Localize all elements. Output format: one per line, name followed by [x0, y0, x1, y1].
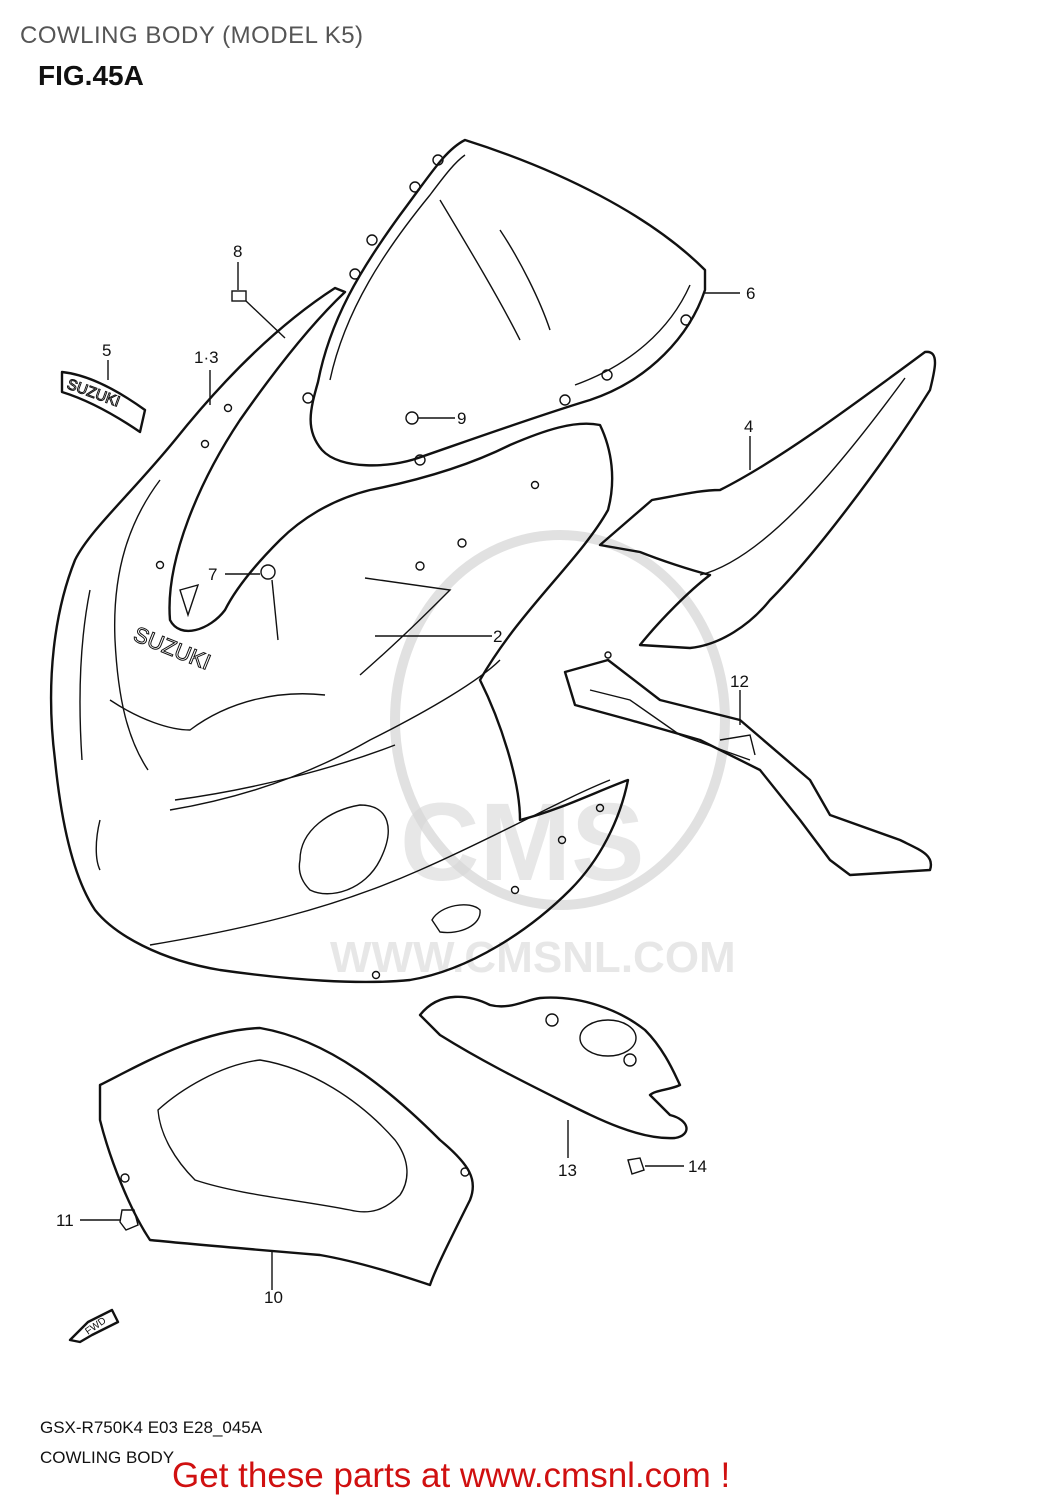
- side-panel: [598, 350, 937, 650]
- callout-8: 8: [233, 242, 242, 261]
- watermark-brand: CMS: [400, 781, 644, 904]
- screw-9: [405, 411, 419, 425]
- callout-7: 7: [208, 565, 217, 584]
- callout-10: 10: [264, 1288, 283, 1307]
- callout-5: 5: [102, 341, 111, 360]
- callout-1-3: 1·3: [194, 348, 219, 367]
- page-title: COWLING BODY (MODEL K5): [20, 22, 364, 49]
- lower-bracket: [418, 995, 688, 1140]
- callout-6: 6: [746, 284, 755, 303]
- callout-13: 13: [558, 1161, 577, 1180]
- fasteners: [119, 290, 645, 1231]
- callout-labels: 1·3 2 4 5 6 7 8 9 10 11 12 13 14: [56, 242, 755, 1307]
- suzuki-emblem: SUZUKI: [60, 370, 147, 434]
- inner-bracket: [563, 651, 933, 877]
- clip-11: [119, 1209, 139, 1231]
- under-cover: [98, 1026, 475, 1287]
- callout-14: 14: [688, 1157, 707, 1176]
- buy-parts-link[interactable]: Get these parts at www.cmsnl.com !: [172, 1456, 731, 1495]
- callout-12: 12: [730, 672, 749, 691]
- diagram-caption: COWLING BODY: [40, 1448, 175, 1467]
- windscreen: [302, 138, 707, 467]
- callout-2: 2: [493, 627, 502, 646]
- leader-lines: [80, 262, 751, 1290]
- watermark-url: WWW.CMSNL.COM: [330, 933, 736, 982]
- screw-7: [260, 564, 276, 580]
- callout-4: 4: [744, 417, 753, 436]
- figure-label: FIG.45A: [38, 60, 144, 91]
- cowl-emblem-text: SUZUKI: [130, 621, 214, 674]
- callout-11: 11: [56, 1211, 74, 1230]
- callout-9: 9: [457, 409, 466, 428]
- screw-14: [627, 1157, 645, 1175]
- forward-arrow-icon: FWD: [68, 1308, 120, 1344]
- screw-8: [231, 290, 247, 302]
- watermark: CMS WWW.CMSNL.COM: [330, 530, 736, 982]
- diagram-code: GSX-R750K4 E03 E28_045A: [40, 1418, 263, 1437]
